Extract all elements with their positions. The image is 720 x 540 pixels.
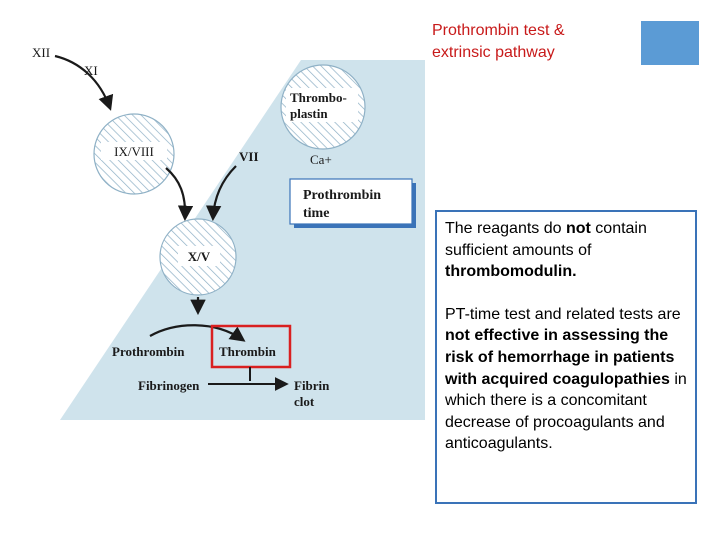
label-ca: Ca+ (310, 152, 332, 167)
label-ix-viii: IX/VIII (114, 144, 154, 159)
note-pt-limitations: PT-time test and related tests are not e… (445, 305, 687, 453)
title-line-1: Prothrombin test & (432, 22, 565, 39)
xv-label-box (178, 246, 220, 266)
prothrombin-time-box (289, 178, 413, 225)
label-prothrombin-time-2: time (303, 206, 329, 221)
arrow-ix-to-xv (165, 167, 194, 222)
label-prothrombin: Prothrombin (112, 344, 185, 359)
label-xii: XII (32, 45, 50, 60)
pathway-panel (60, 60, 425, 420)
label-xv: X/V (188, 249, 211, 264)
label-prothrombin-time-1: Prothrombin (303, 188, 381, 203)
arrow-vii-to-xv (205, 165, 237, 222)
label-thromboplastin-1: Thrombo- (290, 90, 347, 105)
label-vii: VII (239, 149, 259, 164)
note-reagents: The reagants do not contain sufficient a… (445, 220, 647, 281)
notes-box: The reagants do not contain sufficient a… (435, 210, 697, 504)
arrow-xi-to-ix (54, 54, 114, 111)
label-fibrinogen: Fibrinogen (138, 378, 200, 393)
title-line-2: extrinsic pathway (432, 44, 555, 61)
label-thrombin: Thrombin (219, 344, 277, 359)
ix-viii-label-box (101, 142, 167, 160)
slide-title: Prothrombin test & extrinsic pathway (432, 20, 632, 64)
accent-square (641, 21, 699, 65)
arrow-prothrombin-to-thrombin (149, 324, 246, 342)
label-fibrin-clot-2: clot (294, 394, 315, 409)
thromboplastin-label-box (286, 88, 358, 122)
label-thromboplastin-2: plastin (290, 106, 328, 121)
label-fibrin-clot-1: Fibrin (294, 378, 330, 393)
label-xi: XI (84, 63, 98, 78)
